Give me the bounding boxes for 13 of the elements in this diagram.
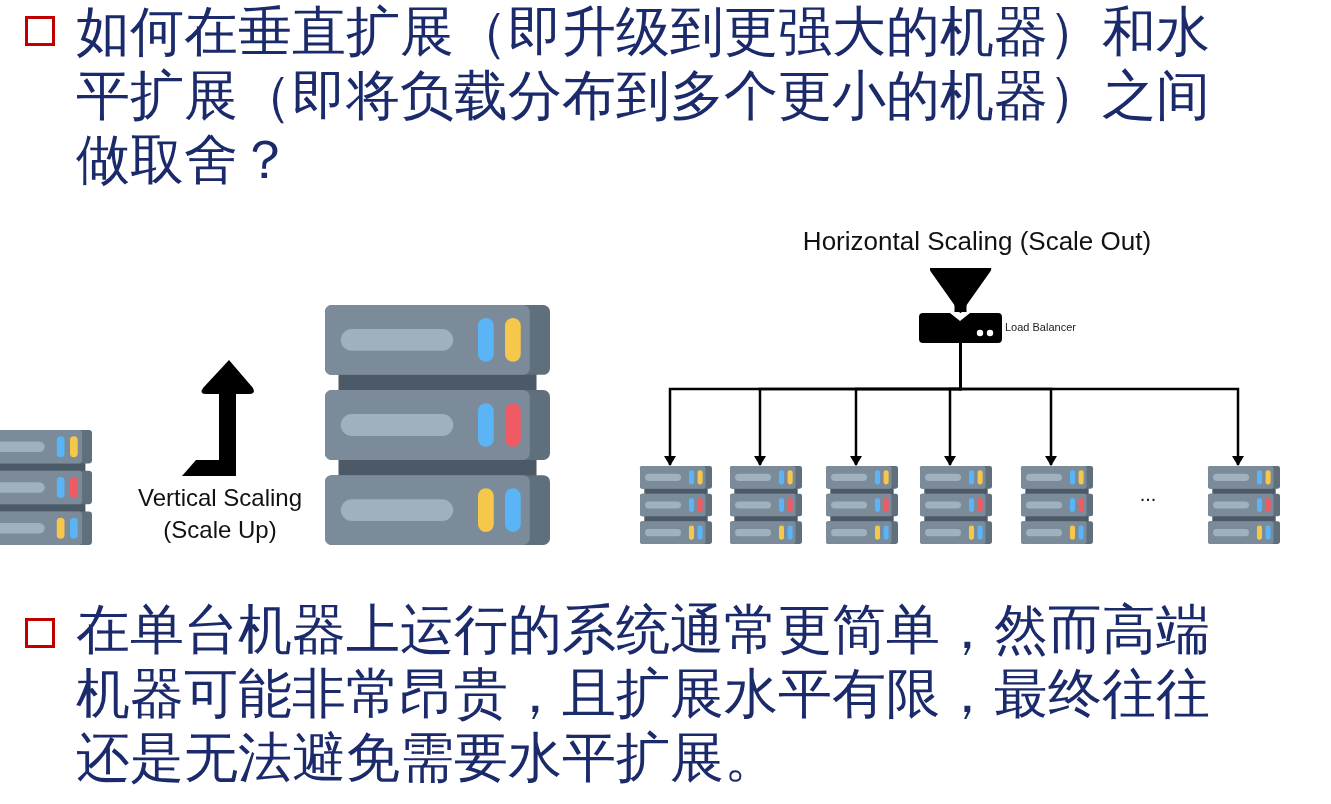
diagram-heading: Horizontal Scaling (Scale Out): [801, 226, 1153, 256]
ellipsis: ...: [1138, 483, 1158, 506]
diagram-caption: Vertical Scaling (Scale Up): [136, 483, 304, 545]
server-icon: [920, 466, 992, 544]
server-icon: [1021, 466, 1093, 544]
device-label: Load Balancer: [1005, 321, 1076, 333]
server-icon: [826, 466, 898, 544]
bullet-text: 在单台机器上运行的系统通常更简单，然而高端机器可能非常昂贵，且扩展水平有限，最终往往还是无法避免需要水平扩展。: [76, 598, 1211, 790]
server-icon: [1208, 466, 1280, 544]
question-text: 如何在垂直扩展（即升级到更强大的机器）和水平扩展（即将负载分布到多个更小的机器）之间做取舍？: [76, 0, 1211, 192]
arrow: [959, 343, 1244, 466]
server-icon: [640, 466, 712, 544]
server-icon: [730, 466, 802, 544]
